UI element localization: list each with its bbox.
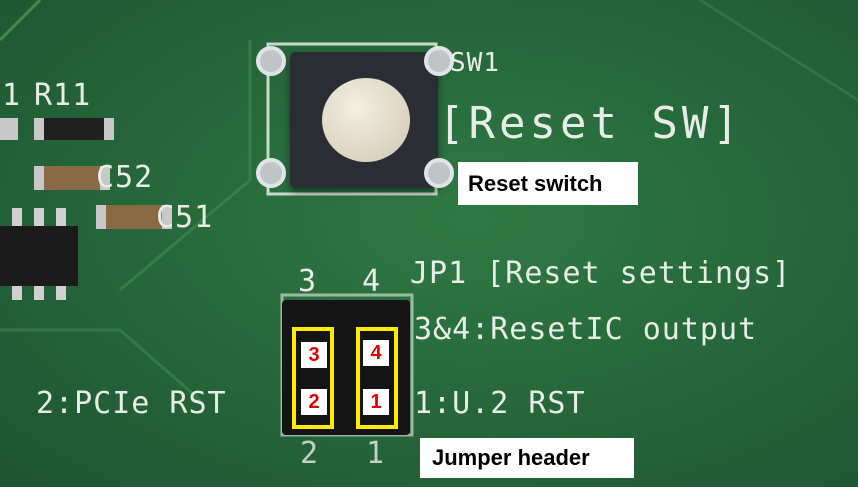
pin-number-3: 3 xyxy=(301,342,327,368)
label-sw1: SW1 xyxy=(450,48,500,78)
switch-pad xyxy=(256,158,286,188)
callout-reset-switch: Reset switch xyxy=(458,162,638,205)
label-col4: 4 xyxy=(362,264,382,299)
switch-pad xyxy=(424,46,454,76)
label-jp1: JP1 [Reset settings] xyxy=(410,256,792,291)
resistor-partial xyxy=(0,118,18,140)
ic-pin xyxy=(34,208,44,226)
label-bottom-1: 1 xyxy=(366,436,386,471)
ic-pin xyxy=(12,208,22,226)
label-r-partial: 1 xyxy=(2,78,22,113)
ic-pin xyxy=(12,286,22,300)
label-reset-sw: [Reset SW] xyxy=(438,98,743,149)
ic-pin xyxy=(56,286,66,300)
pin-number-4: 4 xyxy=(363,340,389,366)
resistor-r11 xyxy=(34,118,114,140)
switch-pad xyxy=(424,158,454,188)
capacitor-c51 xyxy=(96,205,172,229)
pin-number-2: 2 xyxy=(301,389,327,415)
label-c51: C51 xyxy=(156,200,214,235)
label-pcie-rst: 2:PCIe RST xyxy=(36,386,227,421)
label-u2-rst: 1:U.2 RST xyxy=(414,386,586,421)
label-bottom-2: 2 xyxy=(300,436,320,471)
capacitor-c52 xyxy=(34,166,110,190)
ic-pin xyxy=(34,286,44,300)
pin-number-1: 1 xyxy=(363,389,389,415)
label-col3: 3 xyxy=(298,264,318,299)
label-c52: C52 xyxy=(96,160,154,195)
label-reset-ic-output: 3&4:ResetIC output xyxy=(414,312,758,347)
pin-column-right-highlight xyxy=(356,327,398,429)
switch-pad xyxy=(256,46,286,76)
reset-switch-button xyxy=(322,78,410,162)
label-r11: R11 xyxy=(34,78,92,113)
callout-jumper-header: Jumper header xyxy=(420,438,634,478)
ic-pin xyxy=(56,208,66,226)
pin-column-left-highlight xyxy=(292,327,334,429)
ic-chip xyxy=(0,226,78,286)
